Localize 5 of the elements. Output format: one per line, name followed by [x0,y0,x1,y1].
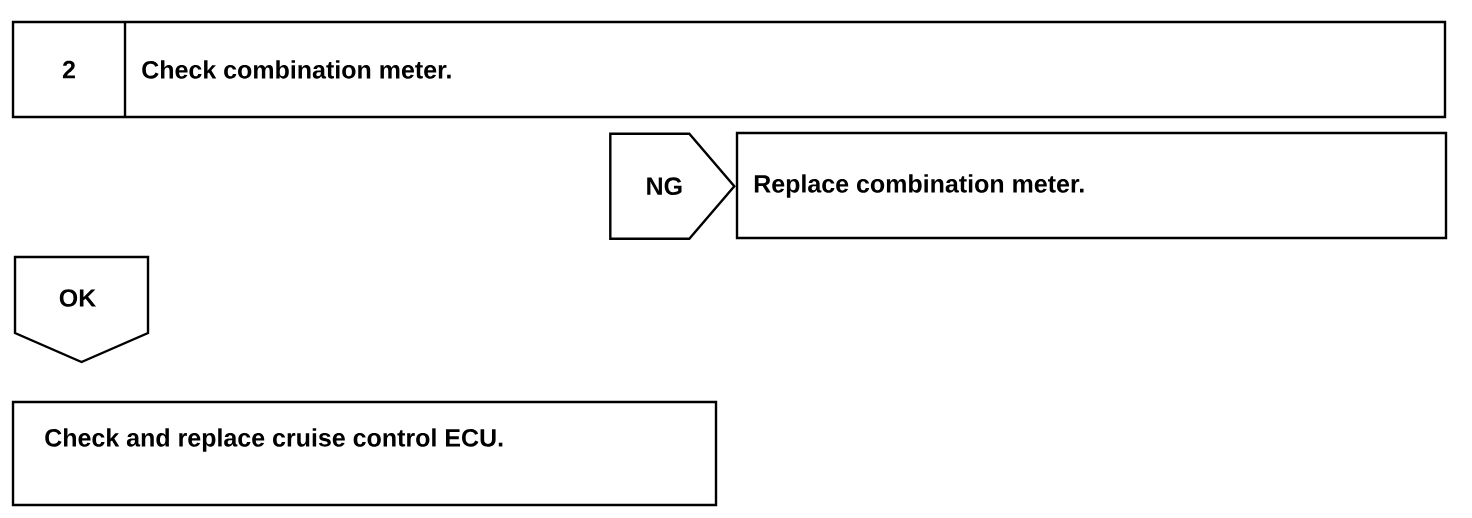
step-box: 2 Check combination meter. [11,20,1447,119]
edge-label: NG [647,177,682,196]
step-box: Replace combination meter. [735,131,1448,240]
step-box: Check and replace cruise control ECU. [11,400,718,507]
result-arrow [609,132,736,240]
